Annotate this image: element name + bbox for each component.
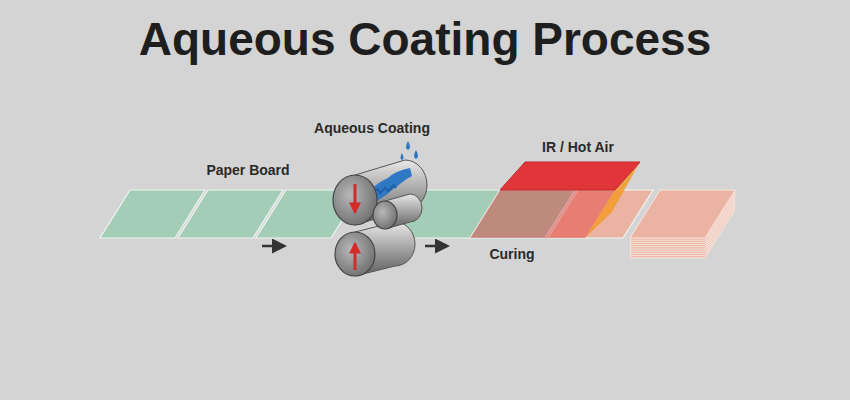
droplet bbox=[414, 150, 418, 159]
coating-texture bbox=[374, 185, 396, 193]
droplet bbox=[406, 141, 410, 150]
pressure-arrow bbox=[354, 184, 357, 212]
flow-arrow bbox=[425, 245, 447, 248]
top-roller-face bbox=[333, 175, 377, 225]
part-label: Curing bbox=[489, 246, 534, 262]
diagram-title: Aqueous Coating Process bbox=[0, 12, 850, 66]
applicator-roller-face bbox=[373, 201, 397, 229]
part-label: IR / Hot Air bbox=[542, 139, 614, 155]
droplet bbox=[401, 153, 404, 160]
sheet-stack bbox=[630, 190, 735, 258]
curing-hood-front bbox=[470, 190, 615, 238]
flow-arrow bbox=[262, 245, 284, 248]
pressure-arrow bbox=[354, 244, 357, 270]
part-label: Paper Board bbox=[206, 162, 289, 178]
stacked-sheet bbox=[630, 190, 735, 238]
part-label: Aqueous Coating bbox=[314, 120, 430, 136]
bottom-roller-face bbox=[335, 232, 375, 276]
curing-hood-top bbox=[500, 162, 640, 190]
